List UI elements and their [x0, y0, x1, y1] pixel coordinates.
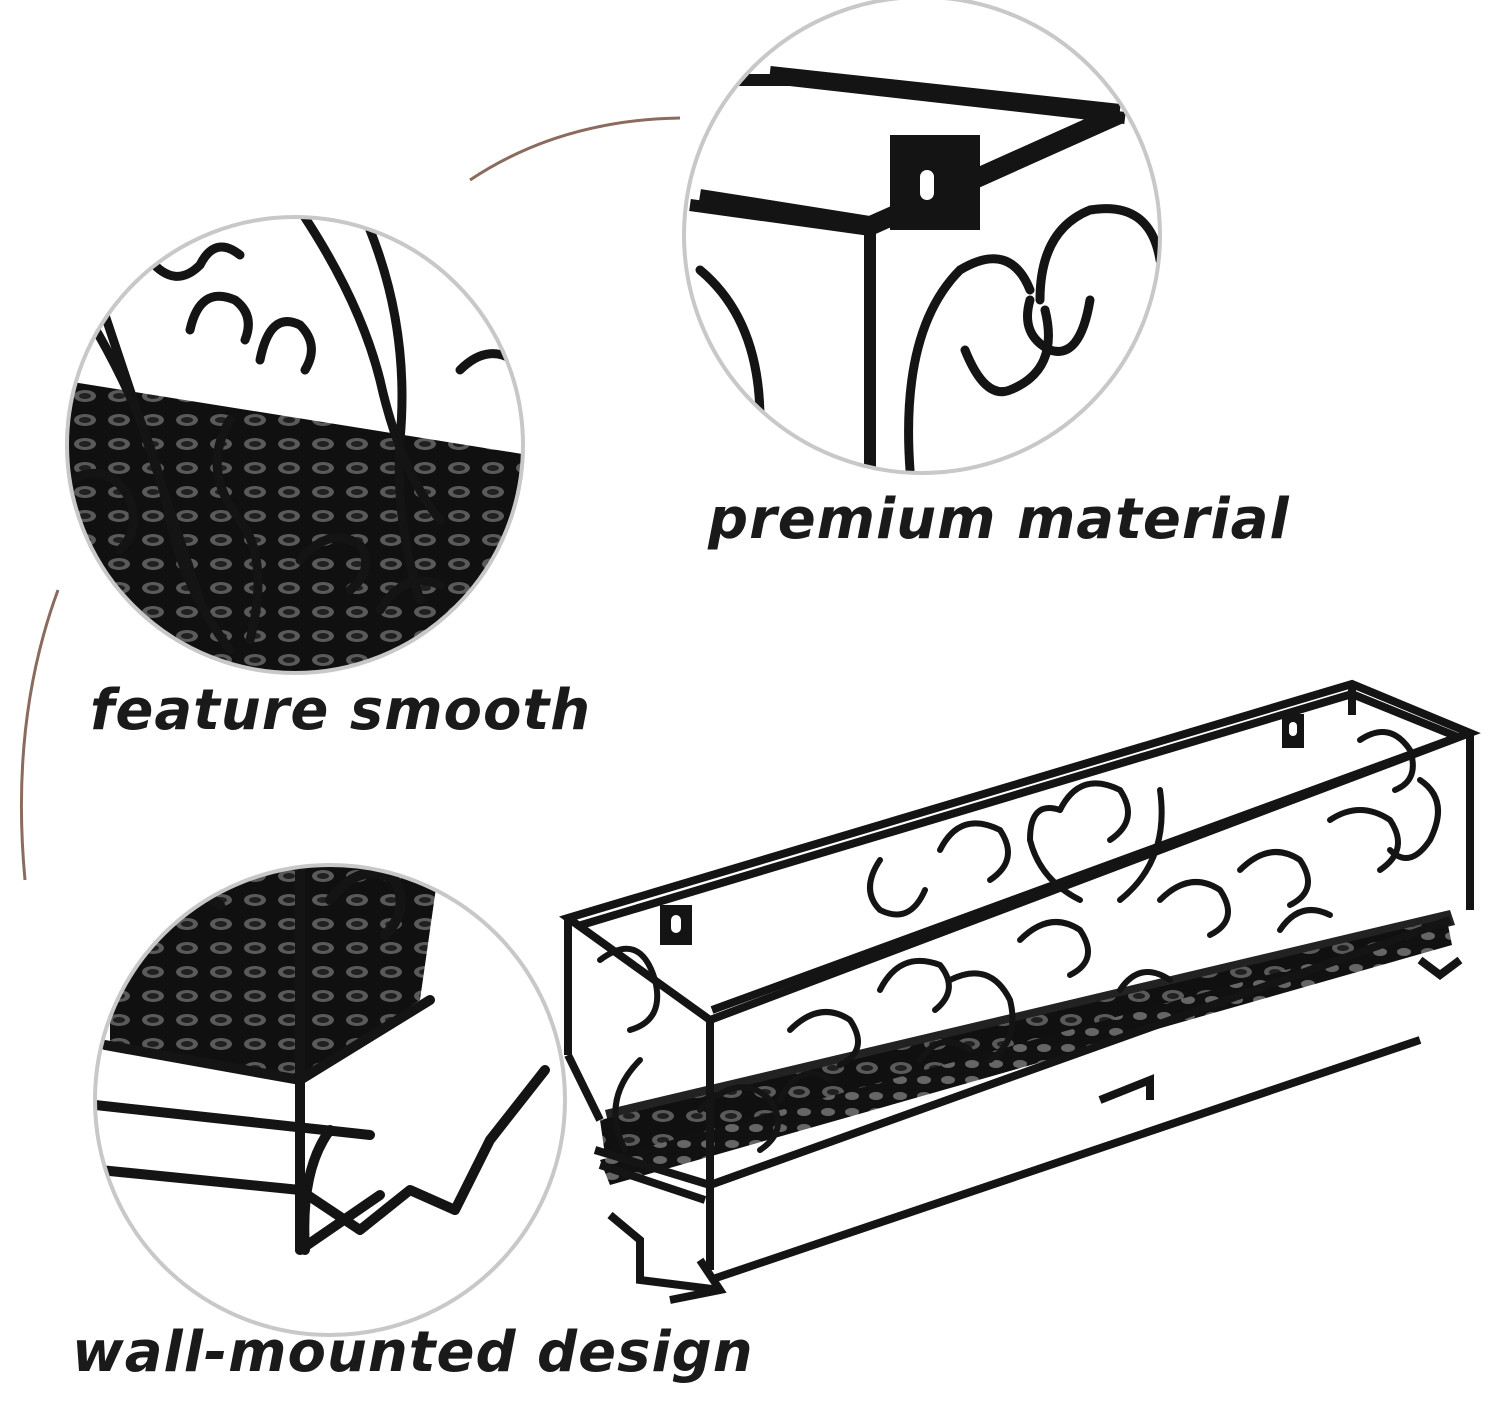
- detail-circle-wall: [93, 863, 567, 1337]
- wall-shelf-product: [559, 679, 1481, 1304]
- detail-circle-smooth: [65, 215, 525, 675]
- detail-circle-premium: [682, 0, 1162, 475]
- connector-arc-top: [469, 116, 681, 182]
- caption-premium-material: premium material: [708, 487, 1290, 552]
- caption-feature-smooth: feature smooth: [90, 678, 592, 743]
- connector-arc-left: [19, 589, 60, 881]
- caption-wall-mounted-design: wall-mounted design: [72, 1320, 754, 1385]
